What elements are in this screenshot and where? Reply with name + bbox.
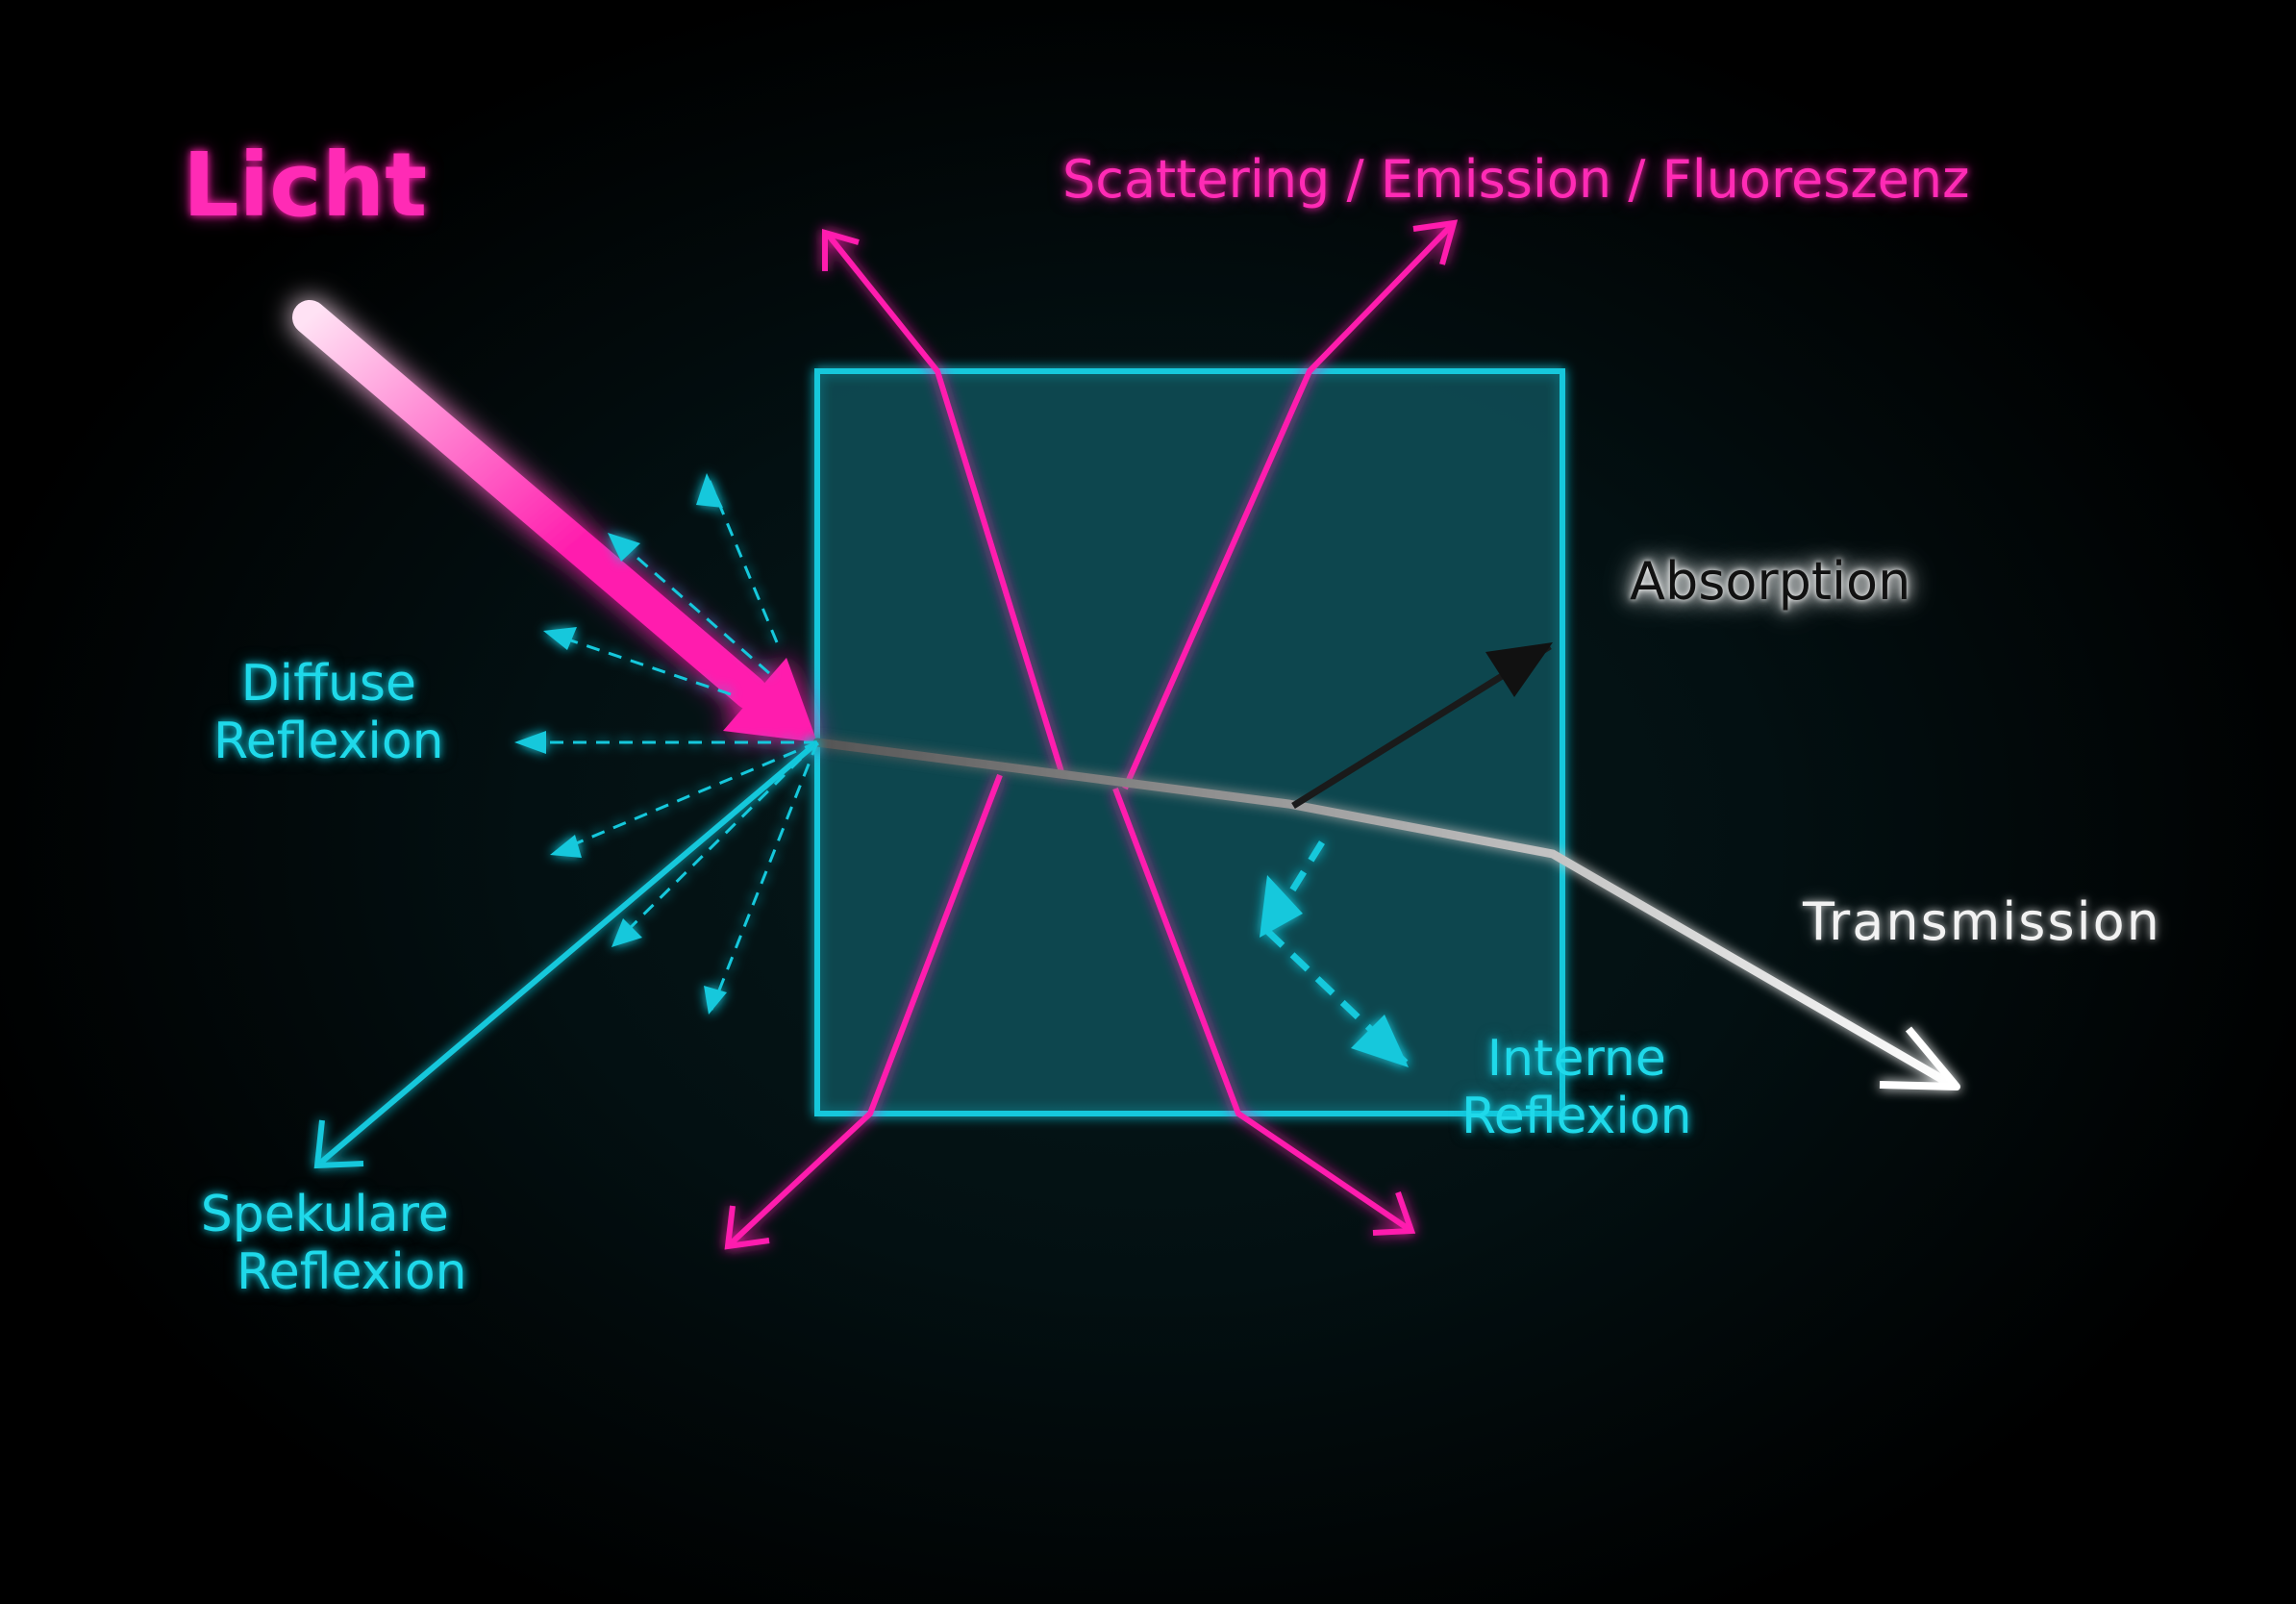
absorption-label: Absorption (1630, 551, 1911, 612)
arrowhead-top-right (1412, 219, 1459, 265)
arrowhead-bottom-right (1372, 1191, 1416, 1236)
diffuse-label-line2: Reflexion (213, 712, 444, 770)
diffuse-label-line1: Diffuse (240, 655, 416, 713)
scattering-rays (724, 219, 1459, 1250)
light-label: Licht (183, 134, 428, 237)
transmission-arrowhead (1879, 1026, 1960, 1090)
scattering-emission-fluorescence-label: Scattering / Emission / Fluoreszenz (1062, 149, 1970, 210)
material-block (814, 368, 1565, 1116)
transmission-ray (812, 738, 1960, 1090)
internal-label-line2: Reflexion (1461, 1087, 1692, 1145)
scatter-ray-bottom-left (725, 773, 1003, 1249)
specular-label-line1: Spekulare (200, 1186, 449, 1243)
incoming-light-beam (292, 300, 817, 742)
internal-reflection-arrowheads (1260, 875, 1409, 1067)
diffuse-arrowheads (514, 473, 727, 1015)
absorption-arrow (1291, 642, 1553, 809)
internal-reflection-label: Interne Reflexion (1461, 1030, 1692, 1146)
specular-reflection-ray (313, 739, 819, 1169)
internal-label-line1: Interne (1486, 1030, 1666, 1088)
arrowhead-bottom-left (724, 1205, 770, 1250)
specular-reflection-label: Spekulare Reflexion (183, 1186, 467, 1302)
diffuse-reflection-label: Diffuse Reflexion (213, 655, 444, 771)
scatter-ray-bottom-right (1112, 787, 1413, 1234)
transmission-label: Transmission (1803, 891, 2161, 952)
diffuse-reflection-rays (519, 480, 819, 1011)
scatter-ray-top-left (826, 234, 1065, 776)
specular-label-line2: Reflexion (237, 1242, 467, 1301)
arrowhead-top-left (822, 229, 860, 271)
scatter-ray-top-right (1122, 220, 1457, 790)
